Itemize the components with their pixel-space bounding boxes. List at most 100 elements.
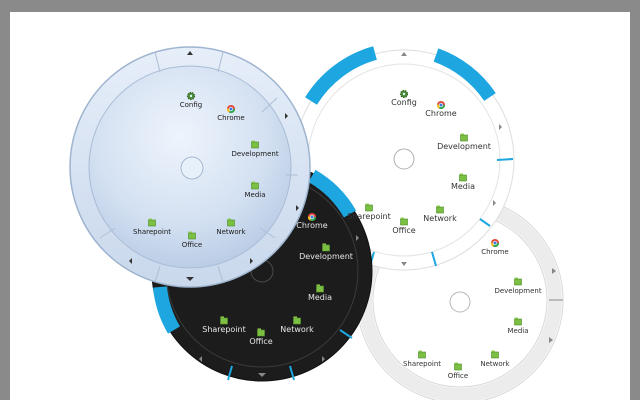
- dark-menu-items: ChromeDevelopmentMediaNetworkOfficeShare…: [202, 213, 353, 346]
- menu-item-development[interactable]: Development: [231, 140, 279, 159]
- menu-item-label: Network: [423, 214, 457, 223]
- chrome-icon: [226, 105, 236, 114]
- folder-icon: [251, 181, 259, 190]
- menu-item-label: Sharepoint: [347, 212, 391, 221]
- arrow-right-icon[interactable]: [322, 356, 325, 362]
- menu-item-chrome[interactable]: Chrome: [481, 239, 509, 256]
- menu-item-media[interactable]: Media: [244, 181, 266, 200]
- ring-tick: [479, 218, 491, 227]
- ring-highlight-left: [153, 286, 181, 334]
- folder-icon: [220, 316, 228, 325]
- center-button[interactable]: [393, 148, 415, 170]
- menu-item-office[interactable]: Office: [448, 362, 468, 381]
- arrow-up-icon[interactable]: [187, 51, 193, 55]
- menu-item-media[interactable]: Media: [308, 284, 332, 303]
- center-button[interactable]: [180, 156, 204, 180]
- menu-item-label: Chrome: [217, 114, 244, 122]
- menu-items-layer: ChromeDevelopmentMediaNetworkOfficeShare…: [133, 89, 542, 380]
- arrow-down-icon[interactable]: [258, 373, 266, 377]
- menu-item-label: Development: [494, 287, 541, 295]
- menu-item-chrome[interactable]: Chrome: [296, 213, 328, 230]
- menu-item-label: Chrome: [481, 248, 508, 256]
- arrow-right-icon[interactable]: [296, 205, 299, 211]
- menu-item-development[interactable]: Development: [494, 277, 542, 296]
- menu-item-sharepoint[interactable]: Sharepoint: [202, 316, 246, 335]
- ring-highlight-top: [308, 169, 357, 218]
- ring-highlight-right: [433, 48, 496, 102]
- arrow-right-icon[interactable]: [285, 113, 288, 119]
- menu-item-office[interactable]: Office: [249, 328, 273, 347]
- ring-tick: [289, 365, 295, 381]
- folder-icon: [322, 243, 330, 252]
- folder-icon: [436, 205, 444, 214]
- folder-icon: [227, 218, 235, 227]
- arrow-right-icon[interactable]: [356, 235, 359, 241]
- arrow-right-icon[interactable]: [549, 337, 553, 343]
- blue-menu-items: ConfigChromeDevelopmentMediaNetworkOffic…: [133, 91, 279, 250]
- menu-item-network[interactable]: Network: [216, 218, 247, 237]
- chrome-icon: [307, 213, 317, 222]
- menu-item-label: Network: [216, 228, 246, 236]
- arrow-up-icon[interactable]: [401, 52, 407, 56]
- menu-item-office[interactable]: Office: [182, 231, 202, 250]
- folder-icon: [293, 316, 301, 325]
- menu-item-label: Office: [448, 372, 468, 380]
- menu-item-chrome[interactable]: Chrome: [217, 105, 245, 122]
- gear-icon: [399, 89, 409, 99]
- arrow-left-icon[interactable]: [199, 356, 202, 362]
- menu-item-label: Media: [244, 191, 265, 199]
- ring-tick: [496, 158, 514, 161]
- menu-item-label: Office: [392, 226, 415, 235]
- chrome-icon: [436, 101, 446, 110]
- menu-item-network[interactable]: Network: [480, 350, 511, 369]
- menu-item-label: Network: [280, 325, 314, 334]
- arrow-left-icon[interactable]: [129, 258, 132, 264]
- menu-item-label: Development: [437, 142, 491, 151]
- menu-item-config[interactable]: Config: [391, 89, 417, 108]
- arrow-down-icon[interactable]: [401, 262, 407, 266]
- menu-item-label: Development: [231, 150, 278, 158]
- menu-item-chrome[interactable]: Chrome: [425, 101, 457, 118]
- menu-item-label: Office: [249, 337, 272, 346]
- menu-item-label: Sharepoint: [133, 228, 171, 236]
- menu-item-label: Config: [180, 101, 202, 109]
- arrow-right-icon[interactable]: [493, 200, 496, 206]
- folder-icon: [400, 217, 408, 226]
- menu-item-config[interactable]: Config: [180, 91, 202, 110]
- folder-icon: [251, 140, 259, 149]
- menu-item-sharepoint[interactable]: Sharepoint: [133, 218, 171, 237]
- menu-item-network[interactable]: Network: [280, 316, 314, 335]
- folder-icon: [148, 218, 156, 227]
- gear-icon: [186, 91, 196, 101]
- menu-item-network[interactable]: Network: [423, 205, 457, 224]
- menu-item-label: Media: [451, 182, 475, 191]
- menu-item-label: Chrome: [296, 221, 327, 230]
- menu-item-sharepoint[interactable]: Sharepoint: [347, 203, 391, 222]
- folder-icon: [454, 362, 462, 371]
- arrow-right-icon[interactable]: [552, 268, 556, 274]
- center-button[interactable]: [449, 291, 471, 313]
- arrow-right-icon[interactable]: [250, 258, 253, 264]
- arrow-right-icon[interactable]: [499, 124, 502, 130]
- menu-item-development[interactable]: Development: [437, 133, 491, 152]
- folder-icon: [514, 317, 522, 326]
- menu-item-development[interactable]: Development: [299, 243, 353, 262]
- menu-item-label: Config: [391, 98, 417, 107]
- radial-menu-blue: [69, 46, 311, 288]
- menu-item-label: Sharepoint: [202, 325, 246, 334]
- menu-item-media[interactable]: Media: [451, 173, 475, 192]
- menu-item-media[interactable]: Media: [507, 317, 529, 336]
- menu-item-label: Development: [299, 252, 353, 261]
- menu-item-office[interactable]: Office: [392, 217, 416, 236]
- folder-icon: [188, 231, 196, 240]
- menu-item-label: Office: [182, 241, 202, 249]
- menu-item-label: Chrome: [425, 109, 456, 118]
- menu-item-sharepoint[interactable]: Sharepoint: [403, 350, 441, 369]
- ring-highlight-top: [305, 46, 378, 105]
- arrow-down-icon[interactable]: [186, 277, 194, 281]
- ring-tick: [227, 365, 233, 381]
- folder-icon: [257, 328, 265, 337]
